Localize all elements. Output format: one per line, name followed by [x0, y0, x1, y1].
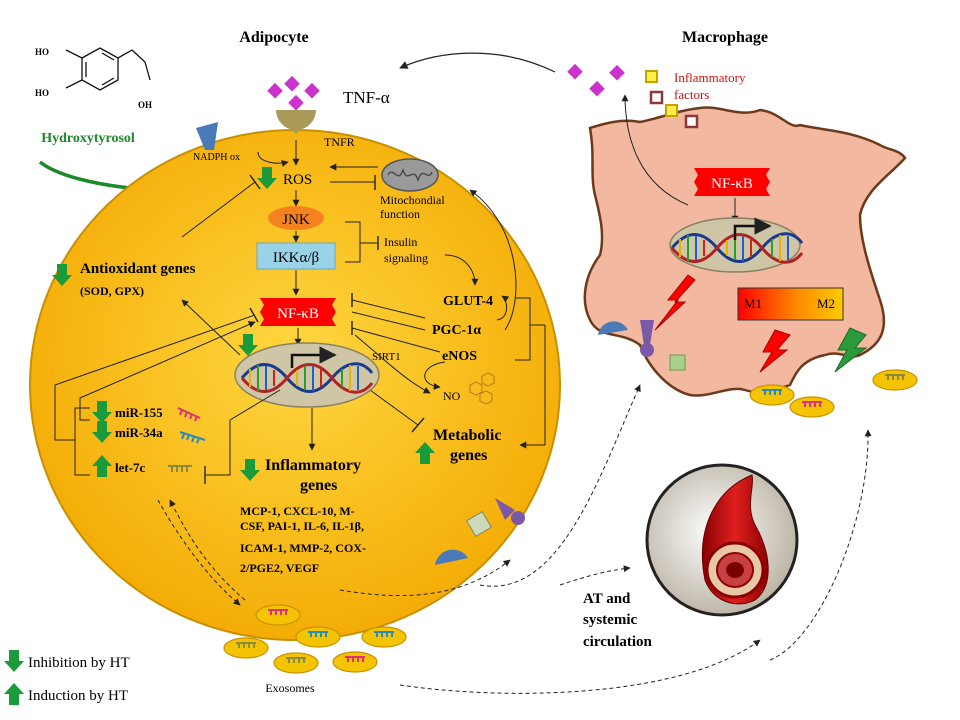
mir155-label: miR-155: [115, 405, 163, 420]
enos-label: eNOS: [442, 349, 477, 364]
inflammatory-line-3: 2/PGE2, VEGF: [240, 561, 319, 575]
metabolic-label-1: Metabolic: [433, 427, 501, 444]
mirna-strands: [168, 407, 206, 472]
hydroxytyrosol-label: Hydroxytyrosol: [41, 131, 135, 146]
tnfr-label: TNFR: [324, 135, 355, 149]
sirt1-label: SIRT1: [372, 351, 401, 363]
inflammatory-gene-list: MCP-1, CXCL-10, M- CSF, PAI-1, IL-6, IL-…: [240, 504, 366, 575]
mito-label-2: function: [380, 207, 420, 221]
tnf-molecules: [267, 75, 320, 111]
nfkb-adipocyte-node: [260, 298, 336, 326]
exosomes-label: Exosomes: [265, 681, 315, 695]
mitochondria-icon: [381, 158, 439, 192]
jnk-node: [268, 206, 324, 230]
tnf-alpha-label: TNF-α: [343, 88, 390, 107]
dashed-transport-arrows: [157, 384, 872, 694]
inflammatory-line-2: ICAM-1, MMP-2, COX-: [240, 541, 366, 555]
insulin-label-2: signaling: [384, 251, 428, 265]
antioxidant-sub: (SOD, GPX): [80, 284, 144, 298]
nfkb-macrophage-node: [694, 168, 770, 196]
inflammatory-title-2: genes: [300, 477, 337, 494]
bottom-exosomes: [223, 604, 407, 674]
antioxidant-title: Antioxidant genes: [80, 261, 196, 277]
ikk-label: IKKα/β: [273, 250, 319, 266]
macrophage-title: Macrophage: [682, 29, 768, 46]
nfkb-adipocyte-label: NF-κB: [277, 306, 319, 322]
ros-label: ROS: [283, 172, 312, 188]
hydroxytyrosol-structure: [65, 47, 151, 91]
oh-label: OH: [138, 100, 152, 110]
legend-induction-arrow: [4, 683, 24, 705]
legend-inhibition-arrow: [4, 650, 24, 672]
no-hexagons: [469, 372, 495, 405]
macrophage-exosomes: [749, 369, 918, 418]
mir34a-label: miR-34a: [115, 425, 163, 440]
ikk-node: [256, 242, 336, 270]
nadph-label: NADPH ox: [193, 152, 240, 163]
m2-label: M2: [817, 296, 835, 311]
jnk-label: JNK: [282, 212, 310, 228]
macrophage-to-adipocyte-arrow: [399, 52, 556, 73]
adipocyte-membrane-receptors: [435, 498, 525, 565]
metabolic-label-2: genes: [450, 447, 487, 464]
legend-induction-label: Induction by HT: [28, 688, 128, 704]
circulation-label-2: systemic: [583, 612, 637, 628]
no-label: NO: [443, 389, 461, 403]
inflammatory-title-1: Inflammatory: [265, 457, 361, 474]
mito-label-1: Mitochondial: [380, 193, 445, 207]
glut4-label: GLUT-4: [443, 294, 493, 309]
legend-inhibition-label: Inhibition by HT: [28, 655, 130, 671]
insulin-label-1: Insulin: [384, 235, 417, 249]
macrophage-membrane-receptors: [598, 320, 686, 371]
pgc-label: PGC-1α: [432, 323, 481, 338]
inflammatory-line-1: CSF, PAI-1, IL-6, IL-1β,: [240, 519, 364, 533]
nfkb-macrophage-label: NF-κB: [711, 176, 753, 192]
m1-label: M1: [744, 296, 762, 311]
inflammatory-line-0: MCP-1, CXCL-10, M-: [240, 504, 355, 518]
inflammatory-factors-label-2: factors: [674, 87, 709, 102]
ho-label-1: HO: [35, 47, 49, 57]
nadph-oxidase: [196, 122, 218, 150]
lightning-bolts: [654, 274, 868, 373]
let7c-label: let-7c: [115, 460, 146, 475]
inflammatory-factors-label-1: Inflammatory: [674, 70, 746, 85]
circulation-label-3: circulation: [583, 634, 653, 650]
circulation-label-1: AT and: [583, 591, 631, 607]
adipocyte-title: Adipocyte: [239, 29, 308, 46]
ho-label-2: HO: [35, 88, 49, 98]
m1-m2-polarization-bar: [737, 287, 844, 321]
